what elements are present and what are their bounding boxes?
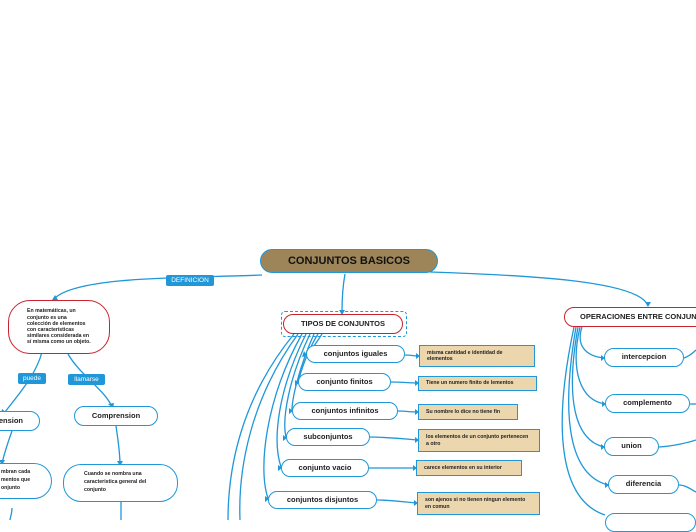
tipo-sub-label: subconjuntos: [303, 431, 353, 441]
note-vacio[interactable]: carece elementos en su interior: [416, 460, 522, 476]
link-diferencia-right: [678, 484, 696, 493]
arrow-definition: [52, 295, 58, 300]
tipos-node[interactable]: TIPOS DE CONJUNTOS: [283, 314, 403, 334]
link-intercepcion-right: [683, 349, 696, 359]
op-diferencia-node[interactable]: diferencia: [608, 475, 679, 494]
arrow-note-1: [416, 353, 420, 359]
arrow-note-6: [414, 500, 418, 506]
link-note-2: [390, 381, 419, 384]
extension-desc-node[interactable]: mbran cada mentos que onjunto: [0, 463, 52, 499]
operaciones-title: OPERACIONES ENTRE CONJUNTOS: [580, 311, 696, 321]
tag-puede: puede: [18, 373, 46, 384]
link-root-tipos: [341, 273, 346, 313]
arrow-note-4: [415, 437, 419, 443]
tipo-iguales-label: conjuntos iguales: [323, 348, 388, 358]
arrow-finitos: [295, 380, 299, 386]
connector-lines: [0, 271, 696, 520]
link-tipos-disjuntos: [263, 333, 303, 499]
note-infinitos[interactable]: Su nombre lo dice no tiene fin: [418, 404, 518, 420]
tag-puede-label: puede: [22, 375, 42, 382]
tag-definicion: DEFINICION: [166, 275, 214, 286]
op-diferencia-label: diferencia: [625, 479, 662, 489]
link-root-operaciones: [429, 271, 649, 307]
link-op-complemento: [575, 326, 606, 405]
link-union-right: [658, 439, 696, 448]
link-tipos-extra-2: [227, 333, 295, 520]
arrow-infinitos: [289, 408, 293, 414]
arrow-vacio: [278, 465, 282, 471]
arrow-diferencia: [605, 482, 609, 488]
note-finitos[interactable]: Tiene un numero finito de lementos: [418, 376, 537, 391]
tipo-disjuntos-label: conjuntos disjuntos: [286, 494, 359, 504]
root-node[interactable]: CONJUNTOS BASICOS: [260, 249, 438, 273]
root-label: CONJUNTOS BASICOS: [287, 254, 411, 267]
note-vacio-text: carece elementos en su interior: [424, 464, 502, 471]
link-root-definition: [54, 274, 263, 299]
link-tipos-vacio: [276, 333, 307, 468]
op-intercepcion-node[interactable]: intercepcion: [604, 348, 684, 367]
op-union-node[interactable]: union: [604, 437, 659, 456]
arrow-sub: [283, 435, 287, 441]
note-sub[interactable]: los elementos de un conjunto pertenecen …: [418, 429, 540, 452]
tipo-infinitos-node[interactable]: conjuntos infinitos: [292, 402, 398, 420]
comprension-node[interactable]: Comprension: [74, 406, 158, 426]
arrow-comp-desc: [117, 461, 123, 466]
note-disjuntos-text: son ajenos si no tienen ningun elemento …: [425, 497, 526, 510]
arrow-note-3: [415, 409, 419, 415]
tag-definicion-label: DEFINICION: [171, 277, 209, 284]
link-def-extension: [4, 351, 43, 413]
op-extra-node[interactable]: [605, 513, 696, 532]
arrow-complemento: [602, 401, 606, 407]
arrow-union: [601, 444, 605, 450]
link-extension-desc: [1, 430, 13, 464]
link-op-intercepcion: [579, 326, 605, 359]
operaciones-node[interactable]: OPERACIONES ENTRE CONJUNTOS: [564, 307, 696, 327]
comprension-desc-node[interactable]: Cuando se nombra una caracteristica gene…: [63, 464, 178, 502]
op-complemento-node[interactable]: complemento: [605, 394, 690, 413]
tipo-finitos-label: conjunto finitos: [316, 376, 373, 386]
link-note-4: [369, 436, 419, 441]
op-union-label: union: [621, 441, 642, 451]
link-tipos-sub: [284, 333, 311, 438]
tipo-infinitos-label: conjuntos infinitos: [311, 405, 379, 415]
extension-desc-text: mbran cada mentos que onjunto: [1, 469, 31, 491]
link-op-diferencia: [568, 326, 609, 486]
tipo-sub-node[interactable]: subconjuntos: [286, 428, 370, 446]
tipos-selection-frame: [281, 311, 407, 337]
arrow-note-2: [415, 380, 419, 386]
note-iguales[interactable]: misma cantidad e identidad de elementos: [419, 345, 535, 367]
arrow-intercepcion: [601, 355, 605, 361]
link-op-union: [571, 326, 605, 448]
comprension-desc-text: Cuando se nombra una caracteristica gene…: [84, 471, 147, 493]
link-note-6: [376, 499, 418, 504]
comprension-label: Comprension: [91, 410, 141, 420]
link-tipos-extra-1: [239, 333, 299, 520]
note-infinitos-text: Su nombre lo dice no tiene fin: [426, 408, 501, 415]
note-finitos-text: Tiene un numero finito de lementos: [426, 380, 514, 387]
arrow-disjuntos: [265, 496, 269, 502]
extension-node[interactable]: ension: [0, 411, 40, 431]
arrow-operaciones: [645, 302, 651, 307]
tipo-vacio-label: conjunto vacio: [298, 462, 352, 472]
note-disjuntos[interactable]: son ajenos si no tienen ningun elemento …: [417, 492, 540, 515]
tag-llamarse: llamarse: [68, 374, 105, 385]
link-op-extra: [561, 326, 606, 516]
arrow-iguales: [302, 351, 307, 357]
tipo-vacio-node[interactable]: conjunto vacio: [281, 459, 369, 477]
link-comprension-desc: [115, 425, 121, 466]
link-extension-desc-down: [9, 507, 13, 520]
note-iguales-text: misma cantidad e identidad de elementos: [427, 349, 503, 362]
tipo-iguales-node[interactable]: conjuntos iguales: [306, 345, 405, 363]
note-sub-text: los elementos de un conjunto pertenecen …: [426, 434, 529, 447]
definition-node[interactable]: En matemáticas, un conjunto es una colec…: [8, 300, 110, 354]
tag-llamarse-label: llamarse: [74, 376, 99, 383]
op-complemento-label: complemento: [623, 398, 672, 408]
tipo-disjuntos-node[interactable]: conjuntos disjuntos: [268, 491, 377, 509]
tipo-finitos-node[interactable]: conjunto finitos: [298, 373, 391, 391]
tipos-title: TIPOS DE CONJUNTOS: [300, 318, 386, 328]
definition-text: En matemáticas, un conjunto es una colec…: [27, 308, 91, 346]
op-intercepcion-label: intercepcion: [621, 352, 667, 362]
arrow-note-5: [413, 465, 417, 471]
extension-label: ension: [0, 415, 23, 425]
